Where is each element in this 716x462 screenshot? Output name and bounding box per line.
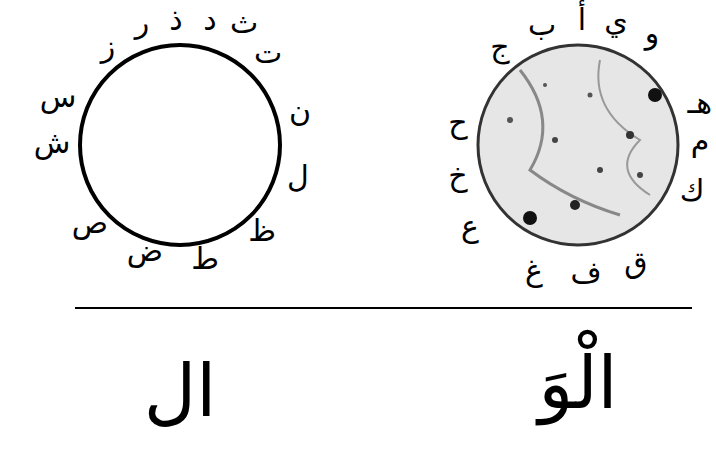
letter-label: ض bbox=[127, 234, 163, 267]
letter-label: س bbox=[40, 80, 77, 113]
moon-circle bbox=[478, 45, 678, 245]
letter-label: ك bbox=[680, 174, 705, 207]
letter-label: ج bbox=[490, 30, 509, 63]
letter-label: ق bbox=[624, 246, 647, 279]
letter-label: ذ bbox=[169, 2, 182, 35]
letter-label: ف bbox=[570, 256, 601, 289]
letter-label: ع bbox=[461, 210, 479, 243]
letter-label: ص bbox=[72, 206, 108, 239]
divider-line bbox=[75, 307, 692, 309]
letter-label: ز bbox=[101, 30, 116, 63]
letter-label: و bbox=[645, 16, 660, 49]
letter-label: ح bbox=[448, 106, 467, 139]
letter-label: ظ bbox=[248, 214, 276, 247]
letter-label: غ bbox=[525, 254, 543, 287]
letter-label: ن bbox=[289, 94, 311, 127]
letter-label: هـ bbox=[687, 86, 712, 119]
letter-label: خ bbox=[448, 159, 467, 192]
letter-label: ش bbox=[34, 126, 71, 159]
letter-label: ث bbox=[230, 6, 258, 39]
letter-label: د bbox=[203, 2, 216, 35]
letter-label: ط bbox=[191, 242, 219, 275]
letter-label: ب bbox=[528, 8, 556, 41]
letter-label: ر bbox=[135, 6, 150, 39]
letter-label: أ bbox=[578, 2, 586, 35]
letter-label: ت bbox=[254, 36, 282, 69]
article-text: ال bbox=[144, 352, 216, 431]
letter-label: ي bbox=[604, 4, 627, 37]
letter-label: ل bbox=[287, 160, 309, 193]
article-text: الْوَ bbox=[538, 344, 617, 423]
letter-label: م bbox=[691, 124, 710, 157]
